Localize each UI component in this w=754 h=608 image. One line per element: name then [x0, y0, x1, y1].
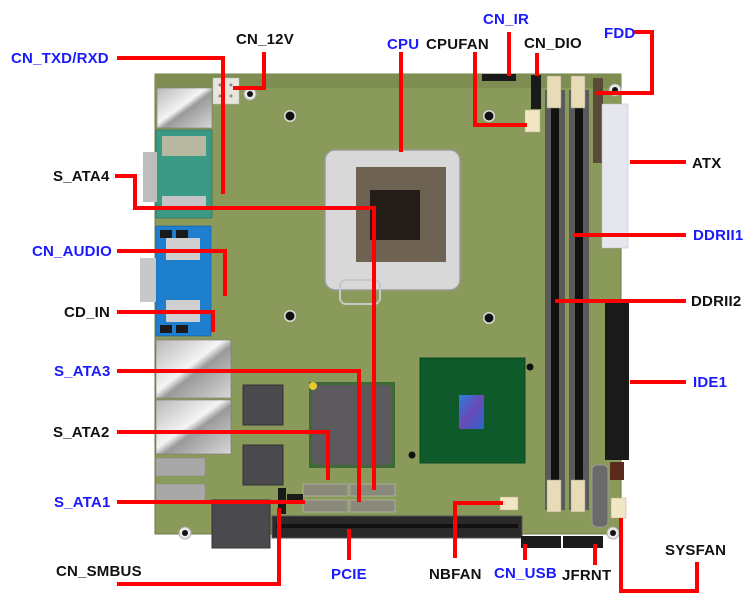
label-sysfan: SYSFAN [665, 542, 727, 559]
label-nbfan: NBFAN [429, 566, 482, 583]
bios-chip [211, 499, 271, 549]
cn-12v-connector [212, 77, 240, 105]
atx-power-connector [601, 103, 629, 249]
cpufan-connector [524, 109, 541, 133]
io-vga-clip-4 [176, 325, 188, 333]
io-audio-1 [155, 457, 206, 477]
pointer-fdd [596, 30, 654, 95]
sata-port-3 [349, 499, 396, 513]
io-serial-shell [162, 136, 206, 156]
cmos-battery [591, 464, 609, 528]
pointer-cn-smbus [117, 508, 281, 586]
label-atx: ATX [692, 155, 722, 172]
label-cn-txd-rxd: CN_TXD/RXD [11, 50, 109, 67]
label-cn-usb: CN_USB [494, 565, 557, 582]
label-cn-dio: CN_DIO [524, 35, 582, 52]
cpu-lever [339, 279, 381, 305]
dimm-latch-1 [546, 75, 562, 109]
pointer-cd-in [117, 310, 215, 332]
pointer-sysfan [619, 518, 699, 593]
io-usb-lan-2 [155, 399, 232, 455]
ic-chip-1 [242, 384, 284, 426]
label-cpu: CPU [387, 36, 420, 53]
pointer-cn-12v [233, 52, 266, 90]
pointer-s-ata3 [117, 369, 361, 502]
dimm-latch-2 [570, 75, 586, 109]
label-fdd: FDD [604, 25, 636, 42]
label-cn-audio: CN_AUDIO [32, 243, 112, 260]
label-pcie: PCIE [331, 566, 367, 583]
label-cpufan: CPUFAN [426, 36, 489, 53]
label-s-ata2: S_ATA2 [53, 424, 110, 441]
io-vga-clip-1 [160, 230, 172, 238]
label-cn-ir: CN_IR [483, 11, 530, 28]
sata-port-1 [302, 499, 349, 513]
pointer-s-ata2 [117, 430, 330, 480]
pointer-cn-audio [117, 249, 227, 296]
sata-port-2 [302, 483, 349, 497]
label-s-ata1: S_ATA1 [54, 494, 111, 511]
io-vga-lip [140, 258, 156, 302]
label-s-ata3: S_ATA3 [54, 363, 111, 380]
dimm-latch-4 [570, 479, 586, 513]
northbridge-die [459, 395, 484, 429]
fdd-connector [593, 78, 603, 163]
ic-chip-2 [242, 444, 284, 486]
label-cn-smbus: CN_SMBUS [56, 563, 142, 580]
io-vga-clip-3 [160, 325, 172, 333]
jumper-header [610, 462, 624, 480]
cn-dio-header [531, 75, 541, 109]
io-audio-2 [155, 483, 206, 503]
io-serial-lip [143, 152, 157, 202]
sysfan-connector [610, 497, 627, 519]
pointer-lines [115, 30, 699, 593]
io-ps2-usb [156, 87, 213, 129]
label-jfrnt: JFRNT [562, 567, 612, 584]
chip-pin1-marker [309, 382, 317, 390]
label-ddrii2: DDRII2 [691, 293, 742, 310]
label-cn-12v: CN_12V [236, 31, 294, 48]
dimm-latch-3 [546, 479, 562, 513]
cn-usb-header [521, 536, 561, 548]
label-s-ata4: S_ATA4 [53, 168, 110, 185]
cn-ir-header [482, 74, 516, 81]
label-cd-in: CD_IN [64, 304, 111, 321]
label-ide1: IDE1 [693, 374, 728, 391]
pointer-s-ata4 [115, 174, 376, 490]
cpu-die [370, 190, 420, 240]
pointer-nbfan [453, 501, 503, 558]
pointer-cn-txd-rxd [117, 56, 225, 194]
label-ddrii1: DDRII1 [693, 227, 744, 244]
pointer-cpufan [473, 52, 527, 127]
io-vga-clip-2 [176, 230, 188, 238]
ide1-connector [605, 300, 629, 460]
